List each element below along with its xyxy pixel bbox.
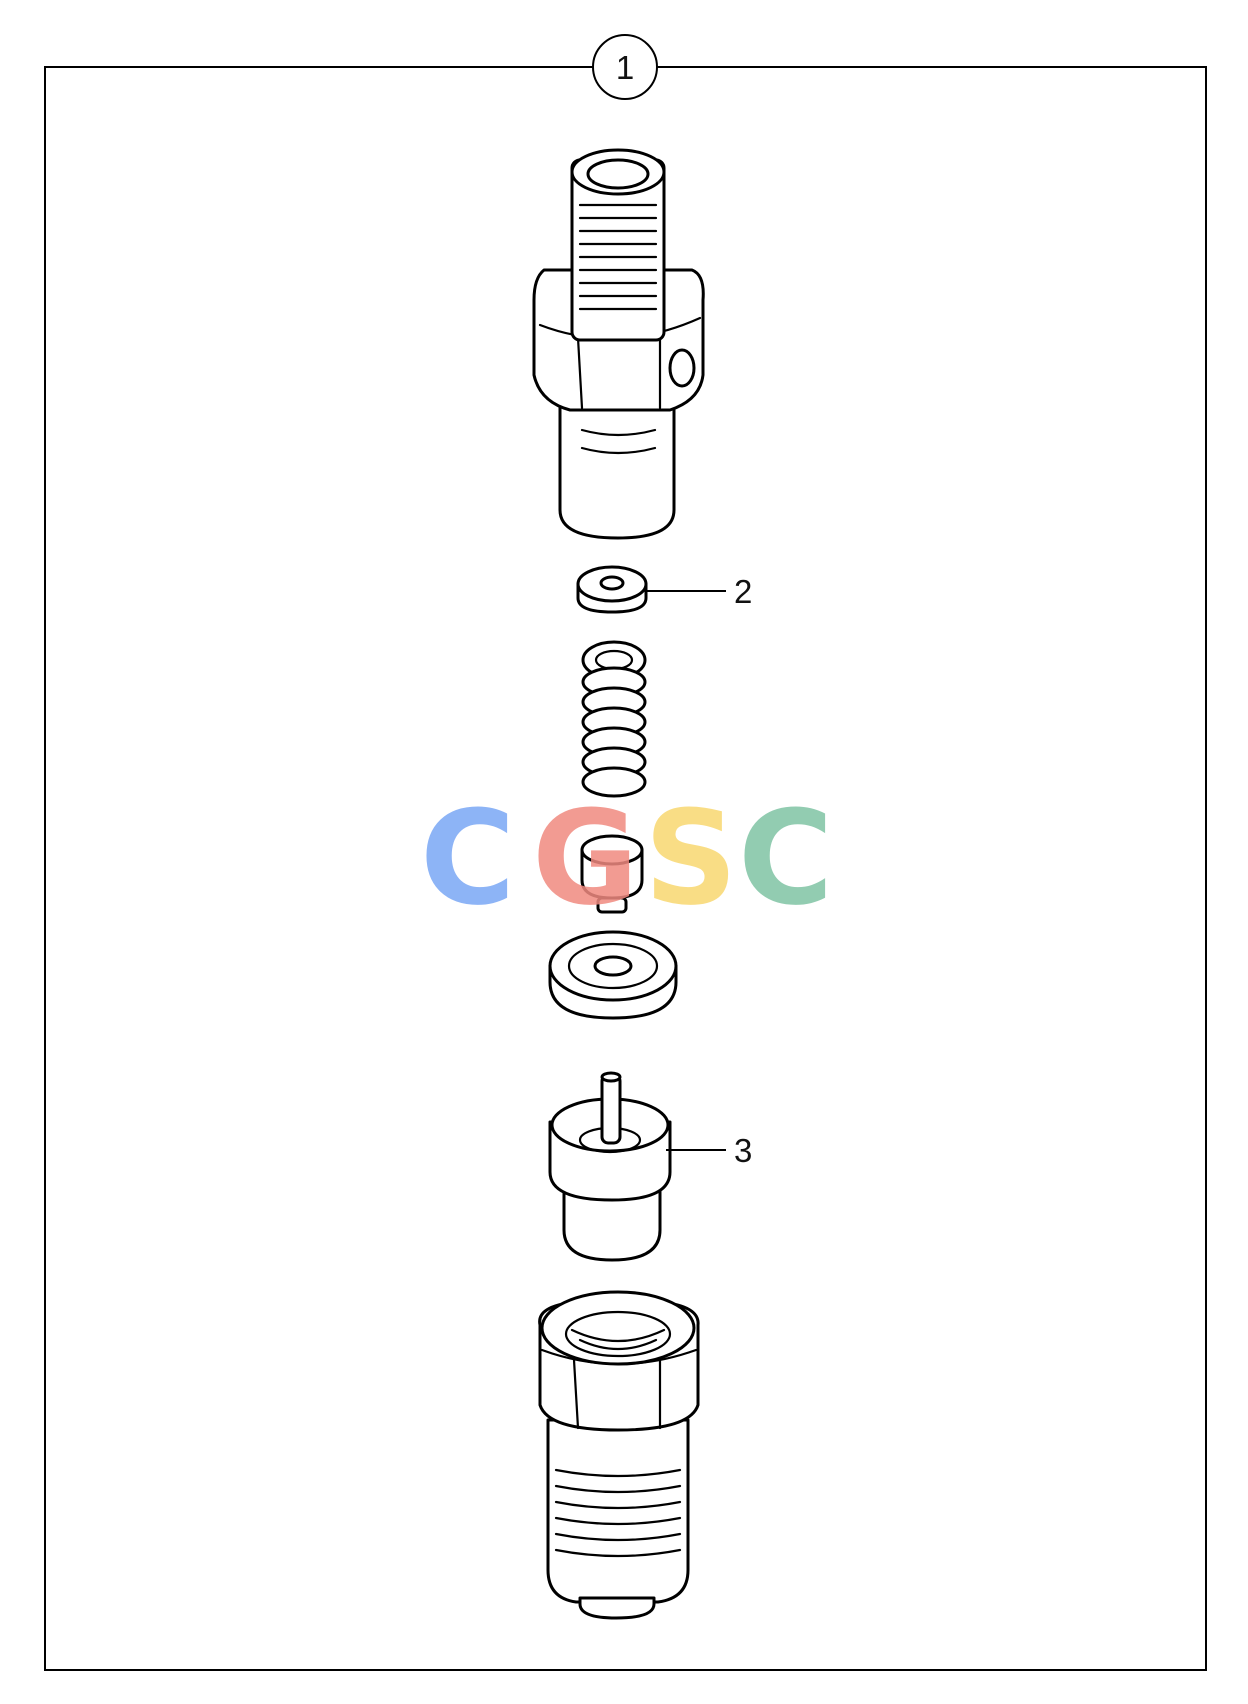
thrust-pin-part[interactable] (580, 834, 644, 914)
callout-nozzle[interactable]: 3 (666, 1132, 752, 1169)
assembly-callout[interactable]: 1 (592, 34, 658, 100)
top-threads (578, 203, 658, 311)
nozzle-callout-label: 3 (734, 1132, 752, 1169)
washer-callout-label: 2 (734, 573, 752, 610)
watermark-letter-1: C (420, 782, 515, 934)
watermark: C G S C (420, 782, 833, 934)
intermediate-disc-part[interactable] (548, 930, 678, 1020)
assembly-callout-label: 1 (616, 49, 634, 86)
spring-part[interactable] (581, 640, 647, 798)
watermark-letter-2: G (532, 782, 639, 934)
nozzle-retaining-nut[interactable] (538, 1290, 700, 1620)
assembly-callout-circle (592, 34, 658, 100)
watermark-letter-3: S (644, 782, 738, 934)
washer-part[interactable] (576, 565, 648, 614)
nozzle-part[interactable] (548, 1071, 672, 1262)
injector-holder-body[interactable] (532, 148, 705, 540)
watermark-letter-4: C (738, 782, 833, 934)
bottom-threads (554, 1468, 682, 1558)
callout-washer[interactable]: 2 (646, 573, 752, 610)
